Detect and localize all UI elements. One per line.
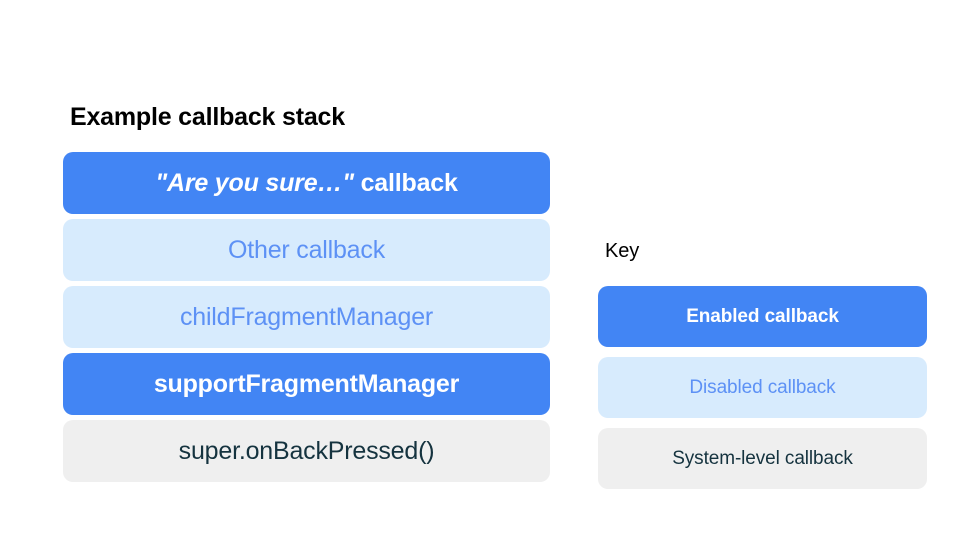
key-title: Key — [605, 240, 640, 262]
stack-row-support-fragment-manager: supportFragmentManager — [63, 353, 550, 415]
stack-row-label-plain: callback — [353, 168, 458, 197]
stack-row-are-you-sure-callback: "Are you sure…" callback — [63, 152, 550, 214]
key-item-label: System-level callback — [672, 447, 853, 469]
stack-row-label-quoted: "Are you sure…" — [155, 168, 354, 197]
stack-row-list: "Are you sure…" callback Other callback … — [63, 152, 550, 482]
stack-row-label: supportFragmentManager — [153, 369, 460, 398]
stack-row-label: "Are you sure…" callback — [155, 168, 458, 198]
key-item-enabled-callback: Enabled callback — [598, 286, 927, 347]
stack-row-label: Other callback — [228, 235, 385, 264]
stack-row-label: super.onBackPressed() — [178, 436, 435, 465]
key-item-label: Disabled callback — [689, 376, 836, 398]
key-item-label: Enabled callback — [686, 305, 839, 327]
stack-row-other-callback: Other callback — [63, 219, 550, 281]
key-item-disabled-callback: Disabled callback — [598, 357, 927, 418]
key-item-list: Enabled callback Disabled callback Syste… — [598, 286, 927, 489]
stack-row-label: childFragmentManager — [179, 302, 434, 331]
stack-row-super-on-back-pressed: super.onBackPressed() — [63, 420, 550, 482]
callback-stack-section: Example callback stack "Are you sure…" c… — [63, 100, 550, 482]
stack-title: Example callback stack — [70, 103, 345, 131]
key-legend-section: Key Enabled callback Disabled callback S… — [598, 238, 927, 489]
stack-row-child-fragment-manager: childFragmentManager — [63, 286, 550, 348]
key-item-system-level-callback: System-level callback — [598, 428, 927, 489]
